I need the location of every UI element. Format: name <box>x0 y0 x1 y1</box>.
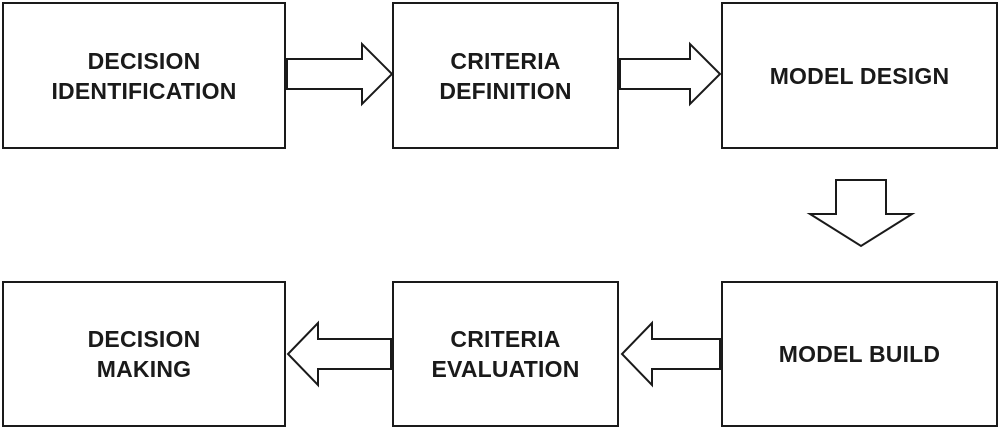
arrow-right-icon <box>619 41 722 107</box>
step-label: DECISION IDENTIFICATION <box>51 47 237 104</box>
step-criteria-definition: CRITERIA DEFINITION <box>392 2 619 149</box>
step-decision-identification: DECISION IDENTIFICATION <box>2 2 286 149</box>
step-criteria-evaluation: CRITERIA EVALUATION <box>392 281 619 427</box>
step-label: CRITERIA DEFINITION <box>439 47 572 104</box>
step-model-build: MODEL BUILD <box>721 281 998 427</box>
arrow-left-icon <box>286 320 392 388</box>
arrow-right-icon <box>286 41 394 107</box>
step-label: DECISION MAKING <box>87 326 201 382</box>
arrow-down-icon <box>806 179 916 248</box>
step-label: CRITERIA EVALUATION <box>431 326 580 382</box>
step-label: MODEL DESIGN <box>769 62 950 89</box>
step-label: MODEL BUILD <box>778 341 941 367</box>
step-model-design: MODEL DESIGN <box>721 2 998 149</box>
step-decision-making: DECISION MAKING <box>2 281 286 427</box>
arrow-left-icon <box>620 320 721 388</box>
